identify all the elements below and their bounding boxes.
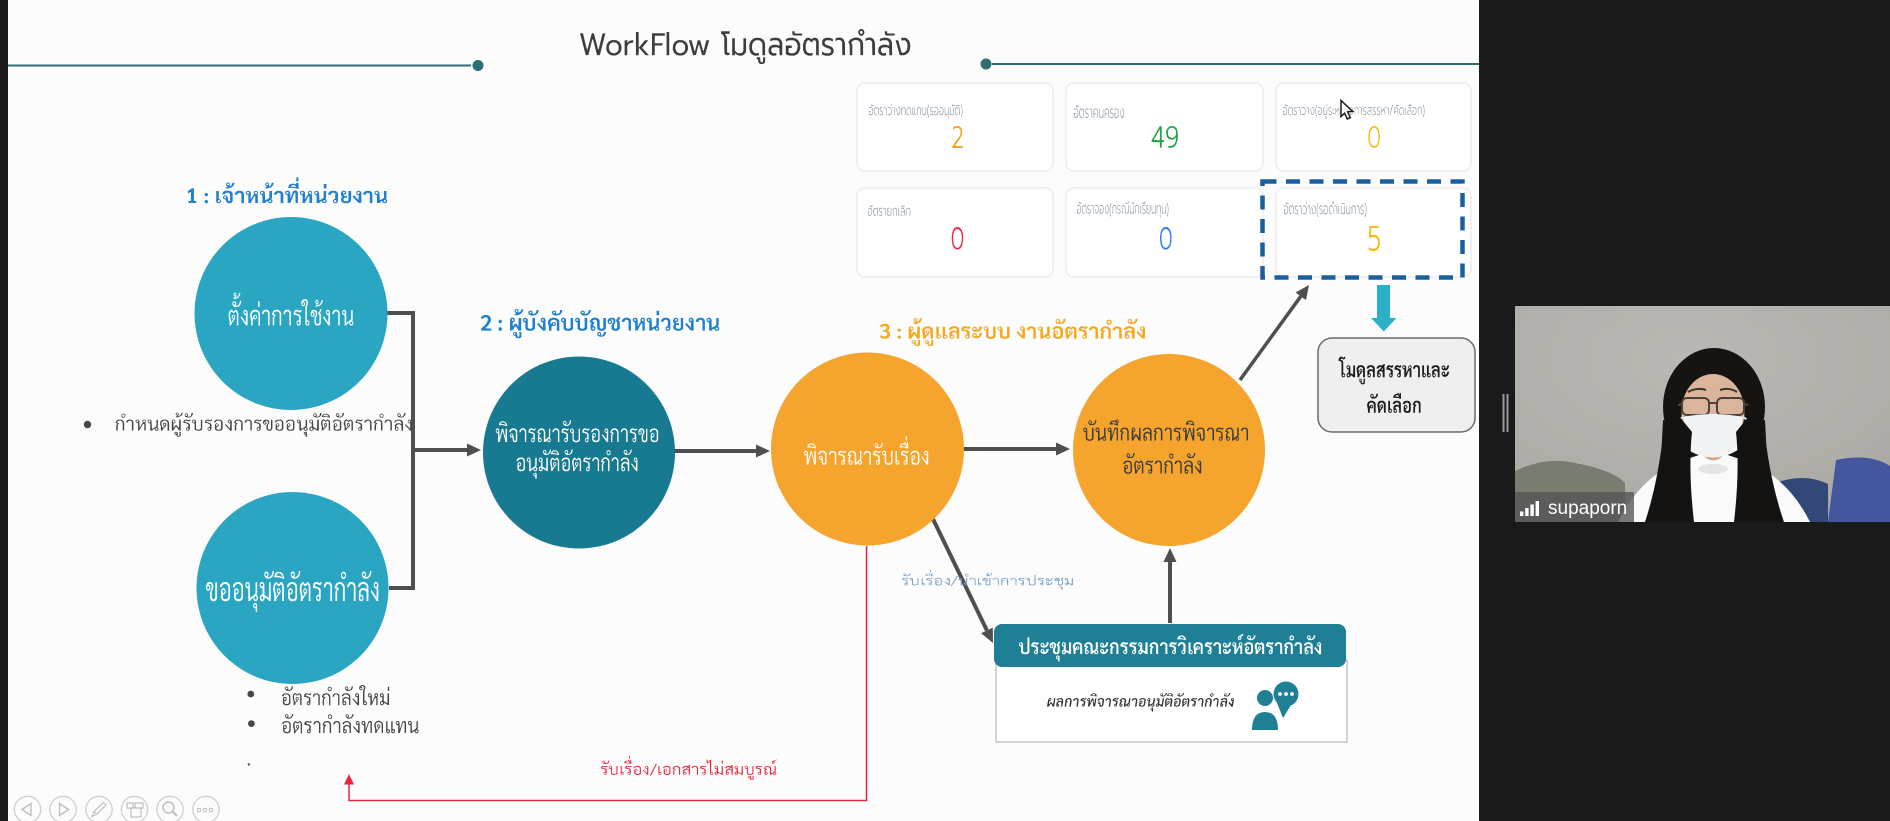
- svg-text:supaporn: supaporn: [1548, 498, 1627, 519]
